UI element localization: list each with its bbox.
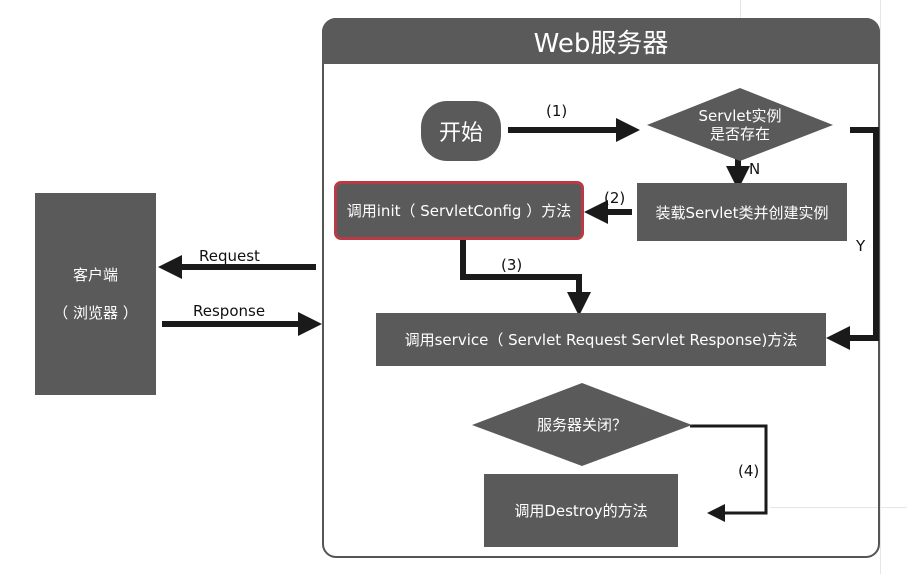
servlet-exists-diamond	[647, 88, 833, 161]
browser-label: （ 浏览器 ）	[53, 304, 138, 322]
step-3-label: (3)	[501, 256, 523, 274]
no-label: N	[749, 160, 761, 178]
servlet-exists-line2: 是否存在	[709, 125, 770, 143]
servlet-exists-label: Servlet实例 是否存在	[660, 102, 820, 148]
yes-label: Y	[856, 237, 866, 255]
request-label: Request	[199, 247, 260, 265]
client-browser-box: 客户端 （ 浏览器 ）	[35, 193, 156, 395]
web-server-title: Web服务器	[322, 18, 880, 64]
step-1-label: (1)	[546, 102, 568, 120]
destroy-method-box: 调用Destroy的方法	[484, 474, 678, 547]
background-rule	[770, 507, 907, 508]
step-3-arrow	[460, 240, 591, 316]
service-method-box: 调用service（ Servlet Request Servlet Respo…	[376, 313, 826, 366]
response-label: Response	[193, 302, 266, 320]
step-4-label: (4)	[738, 462, 760, 480]
step-4-arrow	[690, 424, 768, 522]
step-2-label: (2)	[604, 189, 626, 207]
server-closed-diamond	[472, 383, 692, 466]
background-rule	[880, 0, 881, 574]
yes-arrow	[826, 127, 879, 350]
init-method-box: 调用init（ ServletConfig ）方法	[334, 181, 584, 240]
load-servlet-box: 装载Servlet类并创建实例	[637, 183, 847, 241]
background-rule	[740, 0, 741, 18]
servlet-exists-line1: Servlet实例	[698, 107, 782, 125]
start-node: 开始	[421, 101, 501, 161]
client-label: 客户端	[72, 266, 118, 284]
server-closed-label: 服务器关闭？	[536, 416, 627, 434]
